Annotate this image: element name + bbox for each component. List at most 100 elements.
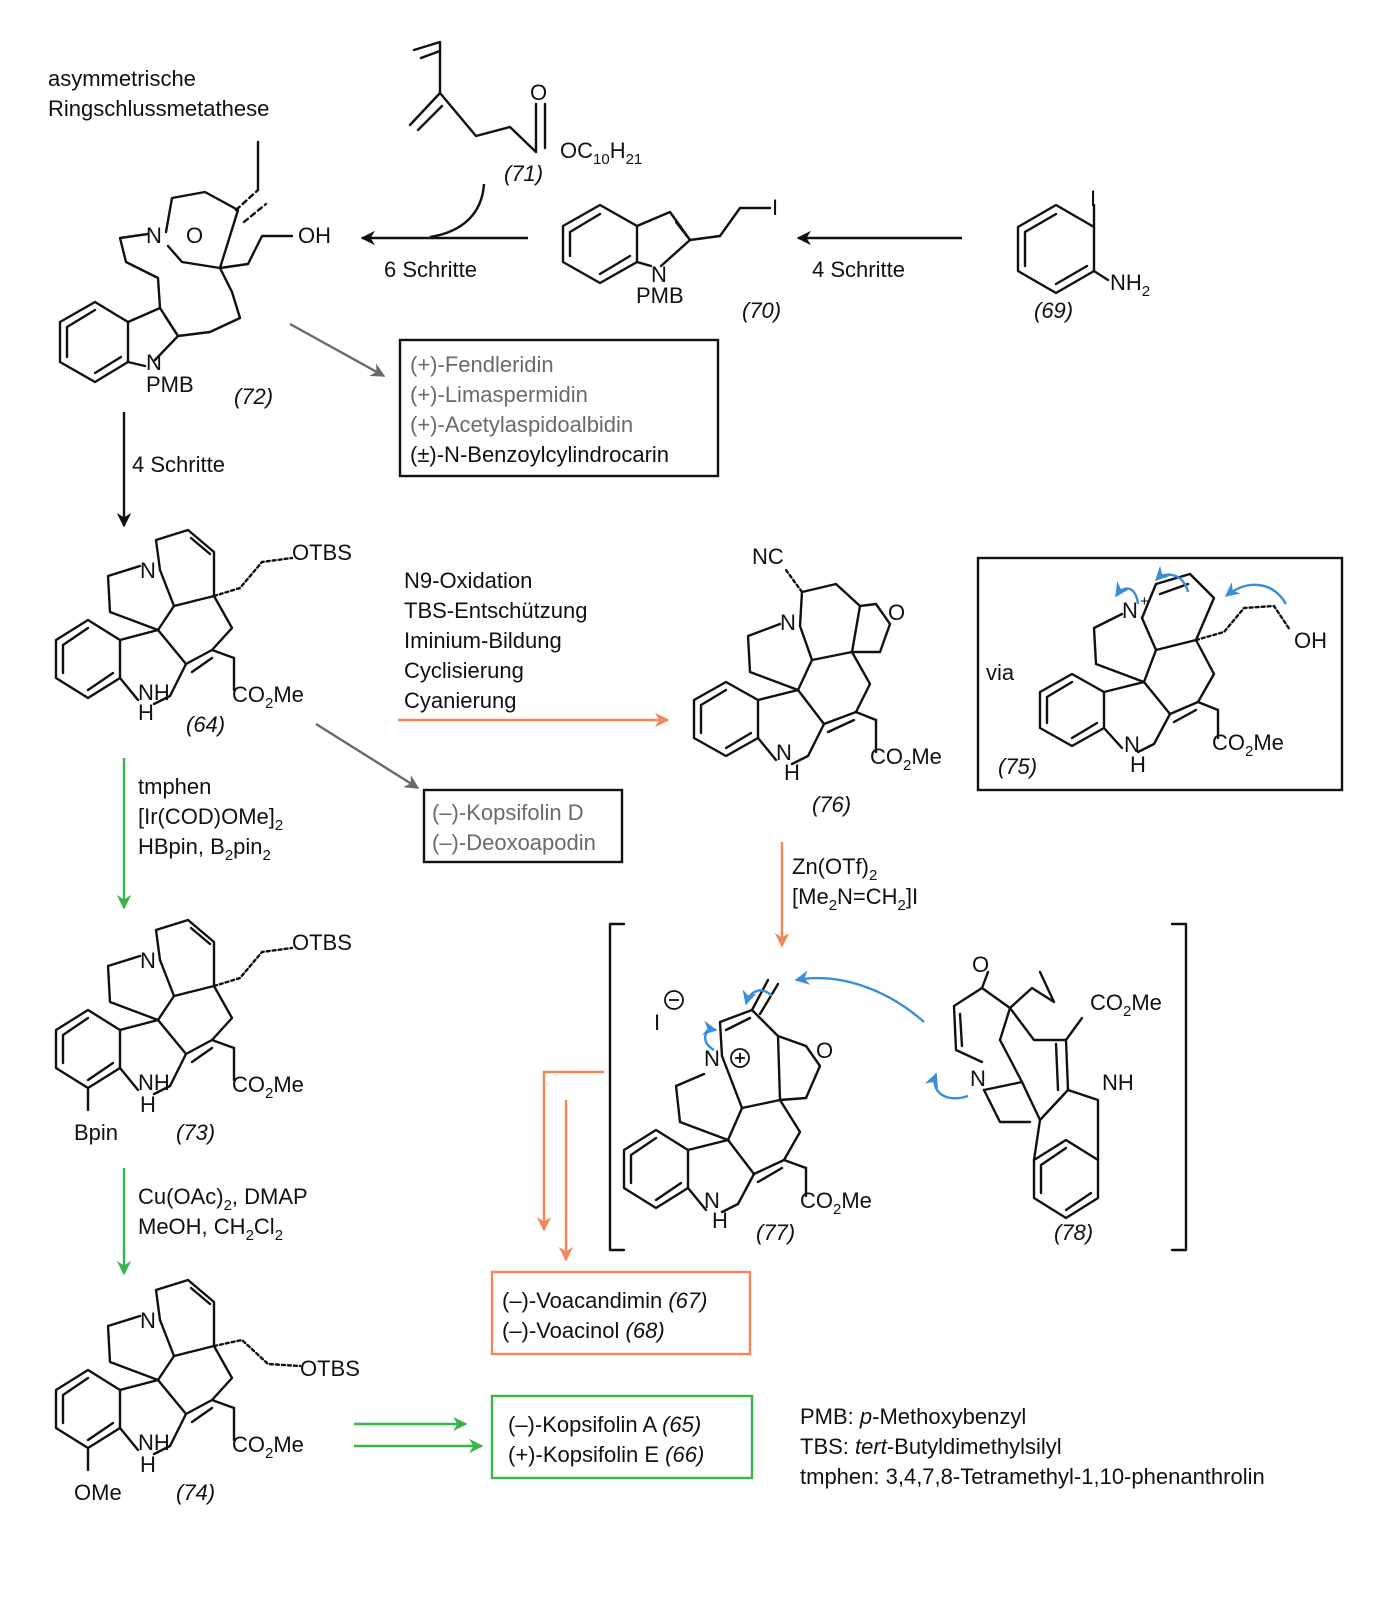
molecule-76: NC N O N H CO2Me (76): [692, 544, 942, 817]
arrow-bracket-voacandimin-1: [536, 1070, 604, 1232]
legend-tbs: TBS: tert-Butyldimethylsilyl: [800, 1434, 1062, 1459]
molecule-72: N O OH N PMB (72): [58, 140, 331, 409]
atom-N: N: [140, 1308, 156, 1333]
natural-product-label: (+)-Fendleridin: [410, 352, 554, 377]
atom-O: O: [186, 223, 203, 248]
natural-product-label: (+)-Limaspermidin: [410, 382, 588, 407]
molecule-71: O OC10H21 (71): [408, 40, 642, 186]
atom-NH: NH: [138, 680, 170, 705]
condition-line: N9-Oxidation: [404, 568, 532, 593]
fendleridin-box: (+)-Fendleridin (+)-Limaspermidin (+)-Ac…: [398, 338, 720, 478]
atom-OH: OH: [298, 223, 331, 248]
atom-CO2Me: CO2Me: [232, 1072, 304, 1102]
arrow-72-fendleridin: [289, 322, 386, 378]
atom-OH: OH: [1294, 628, 1327, 653]
atom-CO2Me: CO2Me: [1090, 990, 1162, 1020]
atom-N: N: [704, 1188, 720, 1213]
label-73: (73): [176, 1120, 215, 1145]
atom-H: H: [1130, 752, 1146, 777]
atom-H: H: [140, 1452, 156, 1477]
molecule-77: I N O N H CO2Me (77): [622, 978, 872, 1245]
arrow-71-input: [429, 183, 486, 239]
legend-tmphen: tmphen: 3,4,7,8-Tetramethyl-1,10-phenant…: [800, 1464, 1265, 1489]
label-69: (69): [1034, 298, 1073, 323]
atom-N: N: [140, 948, 156, 973]
atom-OTBS: OTBS: [300, 1356, 360, 1381]
abbreviation-legend: PMB: p-Methoxybenzyl TBS: tert-Butyldime…: [800, 1404, 1265, 1489]
atom-N: N: [1124, 732, 1140, 757]
atom-NH: NH: [1102, 1070, 1134, 1095]
atom-N: N: [651, 262, 667, 287]
condition-eschenmoser: [Me2N=CH2]I: [792, 884, 918, 914]
charge-plus: +: [1140, 593, 1149, 610]
electron-arrow: [1224, 582, 1288, 605]
atom-OTBS: OTBS: [292, 540, 352, 565]
atom-O: O: [888, 600, 905, 625]
molecule-74: N NH H OTBS CO2Me OMe (74): [54, 1278, 360, 1505]
arrow-64-kopsifolinD: [315, 722, 420, 790]
atom-Iminus: I: [654, 1010, 660, 1035]
atom-CO2Me: CO2Me: [800, 1188, 872, 1218]
atom-N: N: [704, 1046, 720, 1071]
atom-N: N: [970, 1066, 986, 1091]
atom-N: N: [776, 740, 792, 765]
condition-hbpin: HBpin, B2pin2: [138, 834, 271, 864]
natural-product-label: (±)-N-Benzoylcylindrocarin: [410, 442, 669, 467]
label-77: (77): [756, 1220, 795, 1245]
label-74: (74): [176, 1480, 215, 1505]
atom-I: I: [1090, 186, 1096, 211]
atom-O: O: [972, 952, 989, 977]
atom-CO2Me: CO2Me: [232, 1432, 304, 1462]
atom-H: H: [140, 1092, 156, 1117]
atom-NH: NH: [138, 1070, 170, 1095]
rcm-label-1: asymmetrische: [48, 66, 196, 91]
condition-tmphen: tmphen: [138, 774, 211, 799]
electron-arrow: [1154, 565, 1190, 593]
label-78: (78): [1054, 1220, 1093, 1245]
atom-PMB: PMB: [636, 283, 684, 308]
rcm-label-2: Ringschlussmetathese: [48, 96, 269, 121]
condition-cu: Cu(OAc)2, DMAP: [138, 1184, 308, 1214]
condition-ir-catalyst: [Ir(COD)OMe]2: [138, 804, 283, 834]
intermediate-75-box: via N + OH N H CO2Me (75): [976, 556, 1344, 792]
atom-O: O: [816, 1038, 833, 1063]
condition-line: Cyclisierung: [404, 658, 524, 683]
label-72: (72): [234, 384, 273, 409]
label-64: (64): [186, 712, 225, 737]
atom-CO2Me: CO2Me: [1212, 730, 1284, 760]
electron-arrow: [924, 1072, 969, 1100]
atom-N: N: [146, 350, 162, 375]
voacandimin-box: (–)-Voacandimin (67) (–)-Voacinol (68): [490, 1270, 752, 1356]
legend-pmb: PMB: p-Methoxybenzyl: [800, 1404, 1026, 1429]
kopsifolinA-box: (–)-Kopsifolin A (65) (+)-Kopsifolin E (…: [490, 1394, 754, 1480]
molecule-78: O CO2Me NH N (78): [794, 952, 1162, 1245]
step-label-6: 6 Schritte: [384, 257, 477, 282]
condition-zn: Zn(OTf)2: [792, 854, 877, 884]
atom-N: N: [780, 610, 796, 635]
atom-H: H: [784, 760, 800, 785]
atom-CO2Me: CO2Me: [870, 744, 942, 774]
molecule-73: N NH H OTBS CO2Me Bpin (73): [54, 918, 352, 1145]
natural-product-label: (–)-Voacinol (68): [502, 1318, 665, 1343]
condition-line: Iminium-Bildung: [404, 628, 562, 653]
atom-O: O: [530, 80, 547, 105]
atom-OMe: OMe: [74, 1480, 122, 1505]
molecule-70: N PMB I (70): [561, 195, 781, 323]
electron-arrow: [1115, 581, 1140, 605]
atom-NH: NH: [138, 1430, 170, 1455]
atom-NC: NC: [752, 544, 784, 569]
natural-product-label: (+)-Kopsifolin E (66): [508, 1442, 704, 1467]
natural-product-label: (+)-Acetylaspidoalbidin: [410, 412, 633, 437]
condition-line: Cyanierung: [404, 688, 517, 713]
molecule-69: I NH2 (69): [1016, 186, 1150, 323]
electron-arrow: [702, 1020, 718, 1052]
natural-product-label: (–)-Deoxoapodin: [432, 830, 596, 855]
atom-I: I: [772, 195, 778, 220]
atom-PMB: PMB: [146, 372, 194, 397]
bracket-right: [1170, 922, 1188, 1252]
atom-OTBS: OTBS: [292, 930, 352, 955]
kopsifolinD-box: (–)-Kopsifolin D (–)-Deoxoapodin: [422, 788, 624, 864]
atom-H: H: [712, 1208, 728, 1233]
step-label-4: 4 Schritte: [812, 257, 905, 282]
